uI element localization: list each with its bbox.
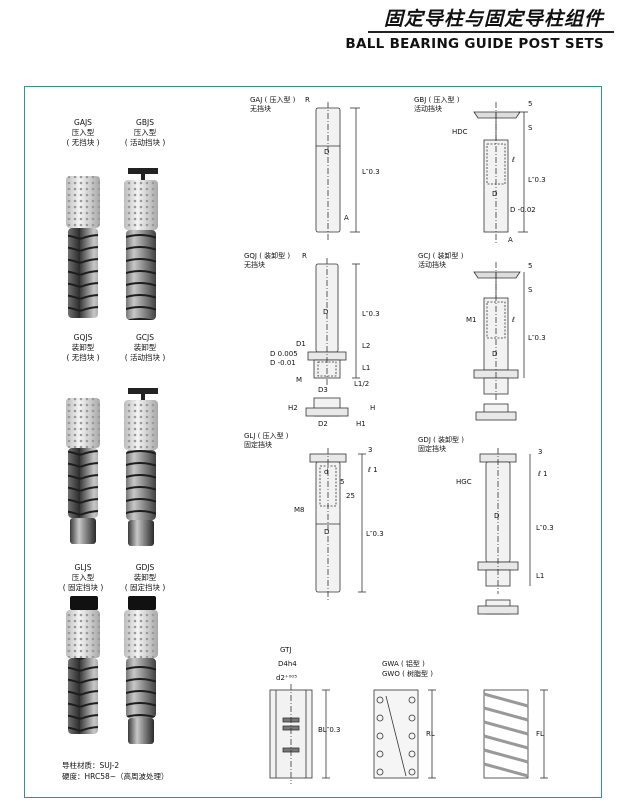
gqj-h: H [370,404,376,412]
gdj-n3: 3 [538,448,543,456]
gqj-m: M [296,376,303,384]
gaj-title: GAJ ( 压入型 ) [250,96,296,104]
gqj-d: D [323,308,329,316]
gdj-d: D [494,512,500,520]
gdj-l: L″0.3 [536,524,554,532]
gqj-dtol: D 0.005 [270,350,298,358]
drawing-gdj [477,448,531,615]
glj-title: GLJ ( 压入型 ) [244,432,289,440]
header-title-cn: 固定导柱与固定导柱组件 [383,8,604,30]
photo-gajs [66,176,100,318]
drawing-spring [483,689,548,779]
gqj-l12: L1/2 [354,380,370,388]
gbj-sub: 活动挡块 [414,105,442,113]
hardness-note: 硬度：HRC58~（高周波处理） [62,772,169,781]
drawing-gbj [473,102,528,244]
gwa-title: GWA ( 铝型 ) [382,660,425,668]
gaj-a: A [344,214,349,222]
gaj-d: D [324,148,330,156]
spring-fl: FL [536,730,544,738]
gbj-a: A [508,236,513,244]
gdj-hgc: HGC [456,478,472,486]
gdj-ll1: L1 [536,572,545,580]
gqj-d2: D2 [318,420,328,428]
gqj-l2: L2 [362,342,371,350]
gtj-d2: d2⁺⁰⁰⁵ [276,674,298,682]
glj-l: L″0.3 [366,530,384,538]
gaj-l: L″0.3 [362,168,380,176]
gtj-bl: BL″0.3 [318,726,341,734]
photo-gcjs [124,388,158,546]
gaj-sub: 无挡块 [250,105,271,113]
drawing-gcj [473,262,525,421]
glj-d: d [324,468,329,476]
gtj-title: GTJ [280,646,292,654]
gcj-title: GCJ ( 装卸型 ) [418,252,464,260]
gbj-s: S [528,124,533,132]
gcj-l1: ℓ [512,316,515,324]
gbj-d: D [492,190,498,198]
gdj-l1: ℓ 1 [538,470,548,478]
gwo-title: GWO ( 树脂型 ) [382,670,433,678]
glj-dd: D [324,528,330,536]
photo-gqjs [66,398,100,544]
gbj-hdc: HDC [452,128,468,136]
gdj-sub: 固定挡块 [418,445,446,453]
gtj-d4: D4h4 [278,660,297,668]
gcj-d: D [492,350,498,358]
gbj-title: GBJ ( 压入型 ) [414,96,460,104]
gwa-rl: RL [426,730,435,738]
gqj-d1: D1 [296,340,306,348]
gqj-dtol2: D -0.01 [270,359,296,367]
footer-notes: 导柱材质：SUJ-2 硬度：HRC58~（高周波处理） [62,760,169,782]
gcj-sub: 活动挡块 [418,261,446,269]
gbj-d2: D -0.02 [510,206,536,214]
material-note: 导柱材质：SUJ-2 [62,761,120,770]
drawing-gwa [373,689,436,779]
glj-m8: M8 [294,506,305,514]
gqj-h1: H1 [356,420,366,428]
photo-gdjs [124,596,158,744]
drawing-glj [309,448,366,600]
gqj-title: GQJ ( 装卸型 ) [244,252,291,260]
photo-gbjs [124,168,158,320]
drawing-gtj [269,684,330,784]
glj-sub: 固定挡块 [244,441,272,449]
gqj-d3: D3 [318,386,328,394]
catalog-frame [24,86,602,798]
glj-n3: 3 [368,446,373,454]
glj-25: 25 [346,492,355,500]
gqj-h2: H2 [288,404,298,412]
gqj-l: L″0.3 [362,310,380,318]
gqj-r: R [302,252,307,260]
gbj-l: L″0.3 [528,176,546,184]
gbj-l1: ℓ [512,156,515,164]
gqj-sub: 无挡块 [244,261,265,269]
photo-gljs [66,596,100,734]
drawing-gqj [305,258,360,417]
gaj-r: R [305,96,310,104]
header-title-en: BALL BEARING GUIDE POST SETS [345,36,604,52]
gcj-l: L″0.3 [528,334,546,342]
glj-l1: ℓ 1 [368,466,378,474]
gdj-title: GDJ ( 装卸型 ) [418,436,465,444]
gbj-s5: 5 [528,100,533,108]
drawing-gaj [315,102,360,240]
glj-5: 5 [340,478,345,486]
gcj-m1: M1 [466,316,477,324]
gcj-s5: 5 [528,262,533,270]
gqj-l1: L1 [362,364,371,372]
gcj-s: S [528,286,533,294]
header-divider [368,31,614,33]
